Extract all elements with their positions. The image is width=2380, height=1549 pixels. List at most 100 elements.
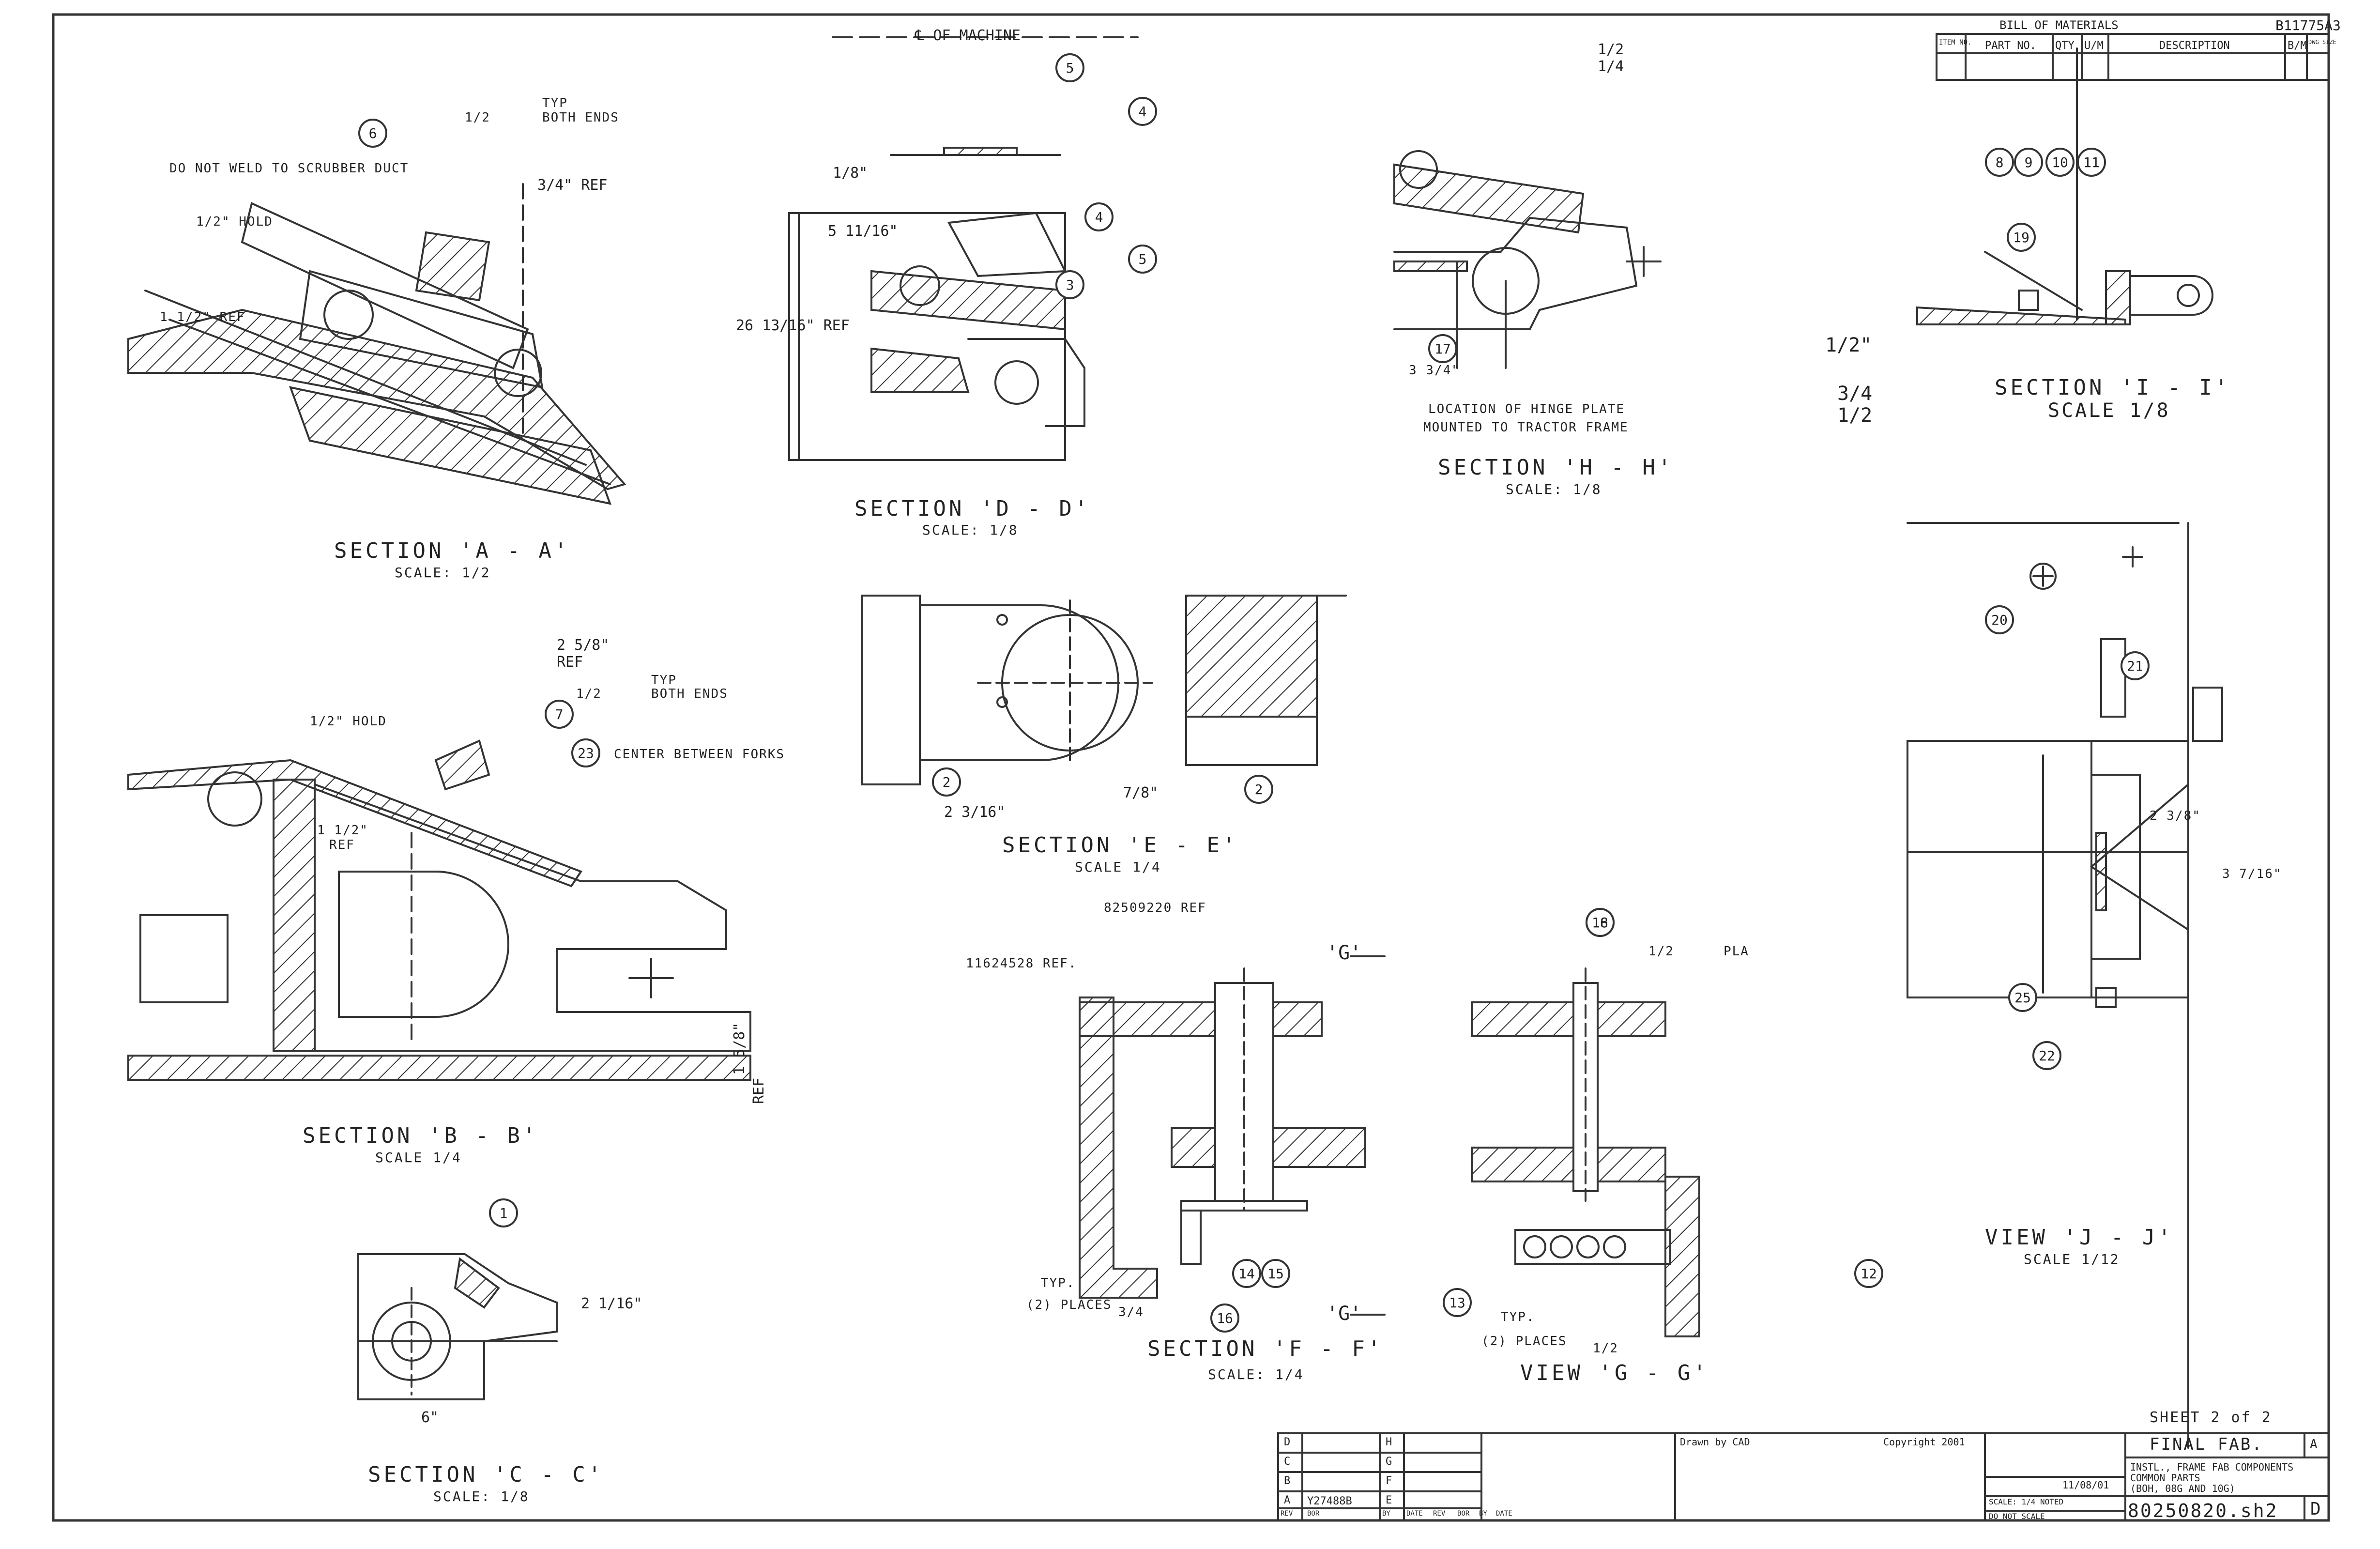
bom-col-um: U/M: [2084, 40, 2104, 52]
section-hh-scale: SCALE: 1/8: [1506, 481, 1602, 497]
section-ee-linework: [861, 595, 1347, 785]
ff-ref-2: 11624528 REF.: [966, 956, 1077, 971]
balloon-circle: [1055, 270, 1084, 299]
balloon-label: 22: [2039, 1048, 2055, 1064]
bb-hold-note: 1/2" HOLD: [310, 714, 387, 729]
section-ee-title: SECTION 'E - E': [1002, 833, 1238, 858]
balloon-circle: [2014, 148, 2043, 177]
balloon-circle: [1586, 908, 1615, 937]
hh-weld-1: 1/2: [1598, 41, 1624, 58]
bom-col-bm: B/M: [2288, 40, 2307, 52]
dd-dim-3: 26 13/16" REF: [736, 317, 850, 334]
bom-col-desc: DESCRIPTION: [2159, 40, 2230, 52]
balloon-label: 2: [942, 774, 951, 790]
rev-row-left: A: [1284, 1494, 1291, 1506]
view-jj-linework: [1907, 522, 2223, 1449]
gg-places: (2) PLACES: [1481, 1334, 1567, 1349]
gg-pla: PLA: [1724, 944, 1749, 959]
dd-dim-1: 1/8": [833, 165, 868, 182]
cc-dim-2: 6": [421, 1409, 439, 1426]
aa-weld: 1/2: [465, 110, 490, 125]
ff-typ: TYP.: [1041, 1276, 1075, 1290]
rev-row-left: B: [1284, 1475, 1291, 1487]
view-jj-scale: SCALE 1/12: [2024, 1251, 2120, 1267]
balloon-circle: [1985, 148, 2014, 177]
balloon-label: 10: [2052, 154, 2068, 170]
balloon-label: 5: [1066, 60, 1074, 76]
hh-note-2: MOUNTED TO TRACTOR FRAME: [1423, 420, 1629, 435]
balloon-label: 25: [2014, 990, 2031, 1006]
rev-row-left: D: [1284, 1436, 1291, 1448]
balloon-label: 15: [1267, 1266, 1284, 1282]
rev-header-cell: BY: [1382, 1510, 1390, 1518]
section-cc-linework: [357, 1253, 558, 1400]
copyright: Copyright 2001: [1883, 1436, 1965, 1448]
balloon-circle: [1055, 53, 1084, 82]
section-dd-title: SECTION 'D - D': [854, 496, 1091, 521]
hh-weld-2: 1/4: [1598, 58, 1624, 75]
ff-g-arrow-top: 'G': [1327, 942, 1362, 964]
balloon-label: 14: [1238, 1266, 1255, 1282]
balloon-circle: [2007, 223, 2036, 252]
centerline-label: ℄ OF MACHINE: [915, 27, 1021, 44]
title-block: [1277, 1432, 2330, 1521]
balloon-circle: [2008, 983, 2037, 1012]
balloon-circle: [489, 1198, 518, 1227]
rev-header-cell: BY: [1479, 1510, 1487, 1518]
section-cc-title: SECTION 'C - C': [368, 1462, 604, 1487]
balloon-circle: [1443, 1288, 1472, 1317]
aa-ref-note: 1 1/2" REF: [160, 310, 245, 324]
aa-dim: 3/4" REF: [537, 177, 608, 194]
title-line-1: INSTL., FRAME FAB COMPONENTS: [2130, 1461, 2294, 1473]
balloon-label: 20: [1991, 612, 2008, 628]
cc-dim-1: 2 1/16": [581, 1295, 642, 1312]
ff-weld: 3/4: [1118, 1305, 1144, 1319]
balloon-circle: [1261, 1259, 1290, 1288]
jj-dim-1: 2 3/8": [2150, 809, 2201, 823]
balloon-circle: [358, 119, 387, 148]
view-gg-title: VIEW 'G - G': [1520, 1361, 1709, 1385]
balloon-label: 4: [1138, 104, 1147, 120]
balloon-label: 4: [1095, 209, 1103, 225]
rev-header-cell: REV: [1433, 1510, 1446, 1518]
bom-col-item: ITEM NO.: [1939, 39, 1972, 46]
ii-weld-2: 1/2: [1837, 404, 1873, 427]
balloon-label: 23: [578, 745, 594, 761]
sheet-border: [52, 13, 2330, 1522]
bom-table: [1936, 33, 2330, 81]
section-ii-title: SECTION 'I - I': [1995, 375, 2231, 400]
balloon-label: 3: [1066, 277, 1074, 293]
section-ii-scale: SCALE 1/8: [2048, 399, 2170, 422]
aa-no-weld-note: DO NOT WELD TO SCRUBBER DUCT: [169, 161, 409, 176]
stage-label: FINAL FAB.: [2150, 1435, 2263, 1454]
bb-vertical-ref: REF: [750, 1077, 767, 1104]
balloon-circle: [2121, 651, 2150, 680]
section-ii-linework: [1916, 47, 2213, 325]
balloon-label: 12: [1861, 1266, 1877, 1282]
bb-dim: 2 5/8": [557, 637, 610, 654]
ii-dim-1: 1/2": [1825, 334, 1872, 356]
ee-dim-2: 7/8": [1123, 784, 1159, 801]
scale-note: SCALE: 1/4 NOTED: [1989, 1497, 2064, 1506]
section-dd-linework: [788, 36, 1139, 461]
balloon-circle: [2045, 148, 2075, 177]
dd-dim-2: 5 11/16": [828, 223, 898, 240]
title-line-3: (BOH, 08G AND 10G): [2130, 1483, 2235, 1494]
gg-weld: 1/2: [1648, 944, 1674, 959]
balloon-label: 21: [2127, 658, 2143, 674]
balloon-label: 2: [1254, 782, 1263, 798]
balloon-label: 5: [1138, 251, 1147, 267]
balloon-circle: [1854, 1259, 1883, 1288]
section-aa-title: SECTION 'A - A': [334, 538, 570, 563]
rev-row-right: H: [1386, 1436, 1392, 1448]
view-jj-title: VIEW 'J - J': [1985, 1225, 2174, 1250]
balloon-label: 18: [1592, 915, 1608, 931]
item-balloons: [358, 53, 2150, 1333]
section-bb-title: SECTION 'B - B': [303, 1123, 539, 1148]
balloon-circle: [1428, 334, 1457, 363]
balloon-circle: [1128, 97, 1157, 126]
section-ff-linework: [1079, 955, 1386, 1316]
bb-center-note: CENTER BETWEEN FORKS: [614, 747, 785, 762]
section-dd-scale: SCALE: 1/8: [922, 522, 1019, 538]
